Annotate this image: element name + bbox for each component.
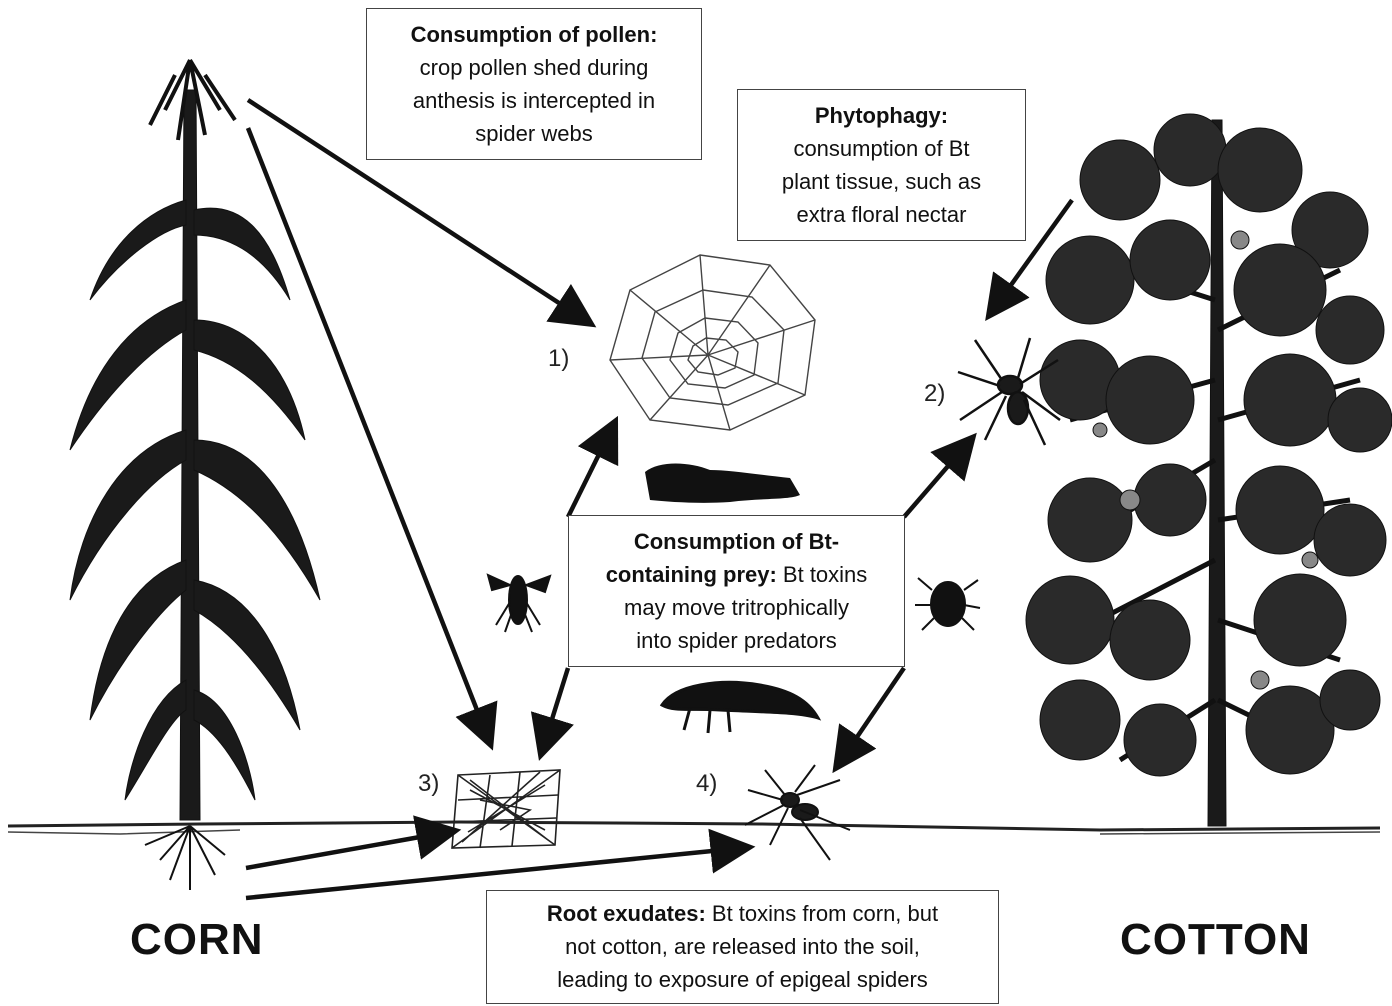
- phytophagy-title: Phytophagy:: [815, 103, 948, 128]
- pollen-text-3: spider webs: [367, 117, 701, 150]
- pollen-text-1: crop pollen shed during: [367, 51, 701, 84]
- root-text-2: not cotton, are released into the soil,: [487, 930, 998, 963]
- fly-icon: [488, 575, 550, 632]
- ground-line: [8, 822, 1380, 830]
- prey-title-2: containing prey:: [606, 562, 777, 587]
- corn-plant-icon: [70, 60, 320, 890]
- phytophagy-box: Phytophagy: consumption of Bt plant tiss…: [737, 89, 1026, 241]
- cotton-label: COTTON: [1120, 915, 1311, 965]
- sheet-web-icon: [452, 770, 560, 848]
- root-box: Root exudates: Bt toxins from corn, but …: [486, 890, 999, 1004]
- pollen-box: Consumption of pollen: crop pollen shed …: [366, 8, 702, 160]
- prey-text-2: Bt toxins: [777, 562, 867, 587]
- prey-text-3: may move tritrophically: [569, 591, 904, 624]
- prey-text-4: into spider predators: [569, 624, 904, 657]
- ground-spider-icon: [745, 765, 850, 860]
- root-title: Root exudates:: [547, 901, 706, 926]
- pollen-title: Consumption of pollen:: [411, 22, 658, 47]
- orb-web-icon: [610, 255, 815, 430]
- caterpillar-icon: [645, 464, 800, 503]
- cotton-plant-icon: [1026, 114, 1392, 826]
- label-4: 4): [696, 770, 717, 798]
- prey-title-1: Consumption of Bt-: [634, 529, 839, 554]
- label-2: 2): [924, 380, 945, 408]
- root-text-3: leading to exposure of epigeal spiders: [487, 963, 998, 996]
- prey-box: Consumption of Bt- containing prey: Bt t…: [568, 515, 905, 667]
- pollen-text-2: anthesis is intercepted in: [367, 84, 701, 117]
- root-text-1: Bt toxins from corn, but: [706, 901, 938, 926]
- phytophagy-text-2: plant tissue, such as: [738, 165, 1025, 198]
- springtail-icon: [662, 682, 818, 733]
- label-1: 1): [548, 345, 569, 373]
- phytophagy-text-1: consumption of Bt: [738, 132, 1025, 165]
- phytophagy-text-3: extra floral nectar: [738, 198, 1025, 231]
- label-3: 3): [418, 770, 439, 798]
- beetle-icon: [915, 578, 980, 630]
- corn-label: CORN: [130, 915, 264, 965]
